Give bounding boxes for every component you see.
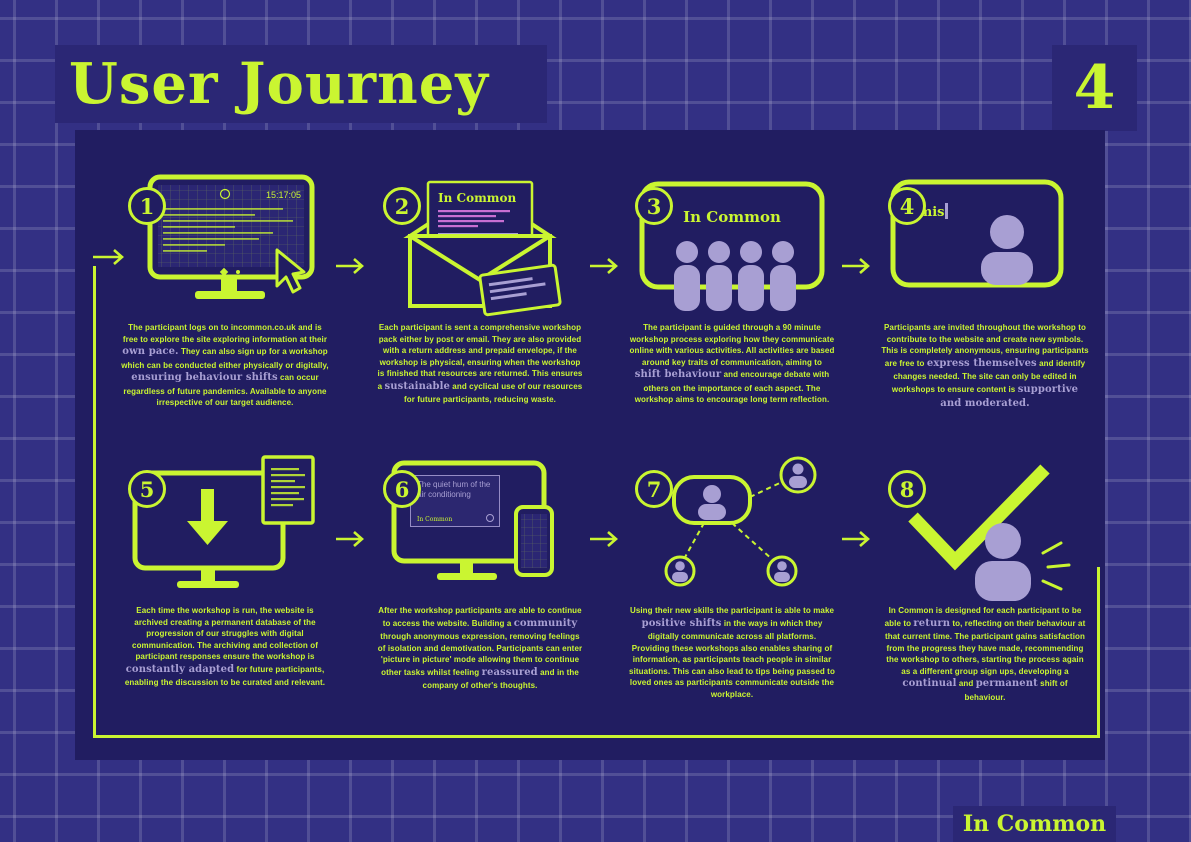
- envelope-svg: In Common: [403, 180, 562, 317]
- network-node-top-right: [779, 456, 817, 494]
- pip-monitor-stand: [460, 561, 473, 573]
- contribute-avatar-svg: i mis: [890, 179, 1064, 288]
- step-2-number-badge: 2: [383, 187, 421, 225]
- checkmark-person-svg: [908, 464, 1071, 601]
- checkmark-person-icon: [885, 455, 1085, 605]
- step-8-description: In Common is designed for each participa…: [884, 606, 1086, 702]
- pip-monitor-base: [437, 573, 497, 580]
- step-1-number-badge: 1: [128, 187, 166, 225]
- step-7-number: 7: [646, 476, 662, 502]
- text-cursor: [945, 203, 948, 219]
- picture-in-picture-icon: The quiet hum of the air conditioning In…: [380, 455, 580, 605]
- step-3-number: 3: [646, 193, 662, 219]
- screen-clock: 15:17:05: [266, 190, 301, 200]
- network-node-bottom-left: [664, 555, 696, 587]
- arrow-step5-to-step6-icon: [336, 531, 364, 547]
- cursor-icon: [275, 248, 306, 294]
- arrow-step1-to-step2-icon: [336, 258, 364, 274]
- pip-quote-window: The quiet hum of the air conditioning In…: [410, 475, 500, 527]
- monitor-browsing-svg: 15:17:05: [147, 174, 315, 299]
- screen-logo-dot: [219, 188, 231, 200]
- archive-download-icon: [125, 455, 325, 605]
- step-6-description: After the workshop participants are able…: [377, 606, 583, 691]
- returning-participant-avatar: [975, 523, 1031, 601]
- step-2: 2 In Common: [375, 172, 585, 442]
- step-7-number-badge: 7: [635, 470, 673, 508]
- step-4-number: 4: [899, 193, 915, 219]
- arrow-step2-to-step3-icon: [590, 258, 618, 274]
- pip-window-brand: In Common: [417, 515, 453, 523]
- bezel-diamond: [219, 267, 229, 277]
- step-4-number-badge: 4: [888, 187, 926, 225]
- loop-arrow-into-step-1-icon: [93, 249, 124, 265]
- step-3-number-badge: 3: [635, 187, 673, 225]
- bezel-dot: [236, 270, 240, 274]
- step-6-number-badge: 6: [383, 470, 421, 508]
- monitor-stand: [221, 277, 237, 291]
- audience-avatars: [674, 241, 796, 311]
- page-number-badge: 4: [1052, 45, 1137, 131]
- brand-badge: In Common: [953, 806, 1116, 842]
- step-5: 5: [120, 455, 330, 725]
- journey-panel: 1 15:17:05: [75, 130, 1105, 760]
- emphasis-lines: [1041, 541, 1071, 591]
- step-7-description: Using their new skills the participant i…: [629, 606, 835, 700]
- step-8-number: 8: [899, 476, 915, 502]
- brand-name: In Common: [962, 811, 1107, 837]
- pip-quote-text: The quiet hum of the air conditioning: [417, 480, 491, 499]
- workshop-screen-svg: In Common: [639, 181, 825, 311]
- checkmark-icon: [908, 464, 1050, 571]
- step-6: 6 The quiet hum of the air: [375, 455, 585, 725]
- page-number: 4: [1073, 53, 1116, 123]
- step-8-number-badge: 8: [888, 470, 926, 508]
- network-sharing-svg: [664, 456, 817, 587]
- workshop-screen-title: In Common: [683, 208, 781, 226]
- journey-loop-bottom-line: [93, 735, 1100, 738]
- monitor-base: [195, 291, 265, 299]
- download-arrow-icon: [187, 489, 228, 545]
- step-1-description: The participant logs on to incommon.co.u…: [121, 323, 329, 408]
- pip-window-dot: [486, 514, 494, 522]
- step-4-description: Participants are invited throughout the …: [881, 323, 1089, 410]
- letter-title: In Common: [438, 191, 516, 205]
- archive-document-icon: [261, 455, 315, 525]
- arrow-step7-to-step8-icon: [842, 531, 870, 547]
- step-5-number: 5: [139, 476, 155, 502]
- step-3: 3 In Common The participant is guided th…: [627, 172, 837, 442]
- step-8: 8 In Common is designed for each partici…: [880, 455, 1090, 725]
- return-card: [478, 263, 562, 317]
- letter-pink-text-lines: [438, 210, 510, 228]
- network-node-bottom-right: [766, 555, 798, 587]
- journey-loop-left-line: [93, 266, 96, 737]
- step-2-number: 2: [394, 193, 410, 219]
- hub-avatar: [698, 485, 726, 520]
- archive-monitor-base: [177, 581, 239, 588]
- participant-avatar: [981, 215, 1033, 285]
- step-7: 7: [627, 455, 837, 725]
- arrow-step6-to-step7-icon: [590, 531, 618, 547]
- step-2-description: Each participant is sent a comprehensive…: [377, 323, 583, 405]
- journey-loop-right-line: [1097, 567, 1100, 738]
- step-5-description: Each time the workshop is run, the websi…: [124, 606, 326, 688]
- envelope-icon: In Common: [380, 172, 580, 322]
- screen-text-lines: [163, 208, 293, 252]
- step-1: 1 15:17:05: [120, 172, 330, 442]
- step-6-number: 6: [394, 476, 410, 502]
- step-4: 4 i mis Participants are invited through…: [880, 172, 1090, 442]
- workshop-screen-icon: In Common: [632, 172, 832, 322]
- network-sharing-icon: [632, 455, 832, 605]
- title-block: User Journey: [55, 45, 547, 123]
- page-title: User Journey: [69, 51, 489, 117]
- step-5-number-badge: 5: [128, 470, 166, 508]
- arrow-step3-to-step4-icon: [842, 258, 870, 274]
- step-1-number: 1: [139, 193, 155, 219]
- monitor-browsing-icon: 15:17:05: [125, 172, 325, 322]
- network-links: [683, 480, 785, 562]
- archive-download-svg: [132, 455, 315, 588]
- archive-monitor-stand: [201, 568, 215, 581]
- contribute-avatar-icon: i mis: [885, 172, 1085, 322]
- step-3-description: The participant is guided through a 90 m…: [629, 323, 835, 405]
